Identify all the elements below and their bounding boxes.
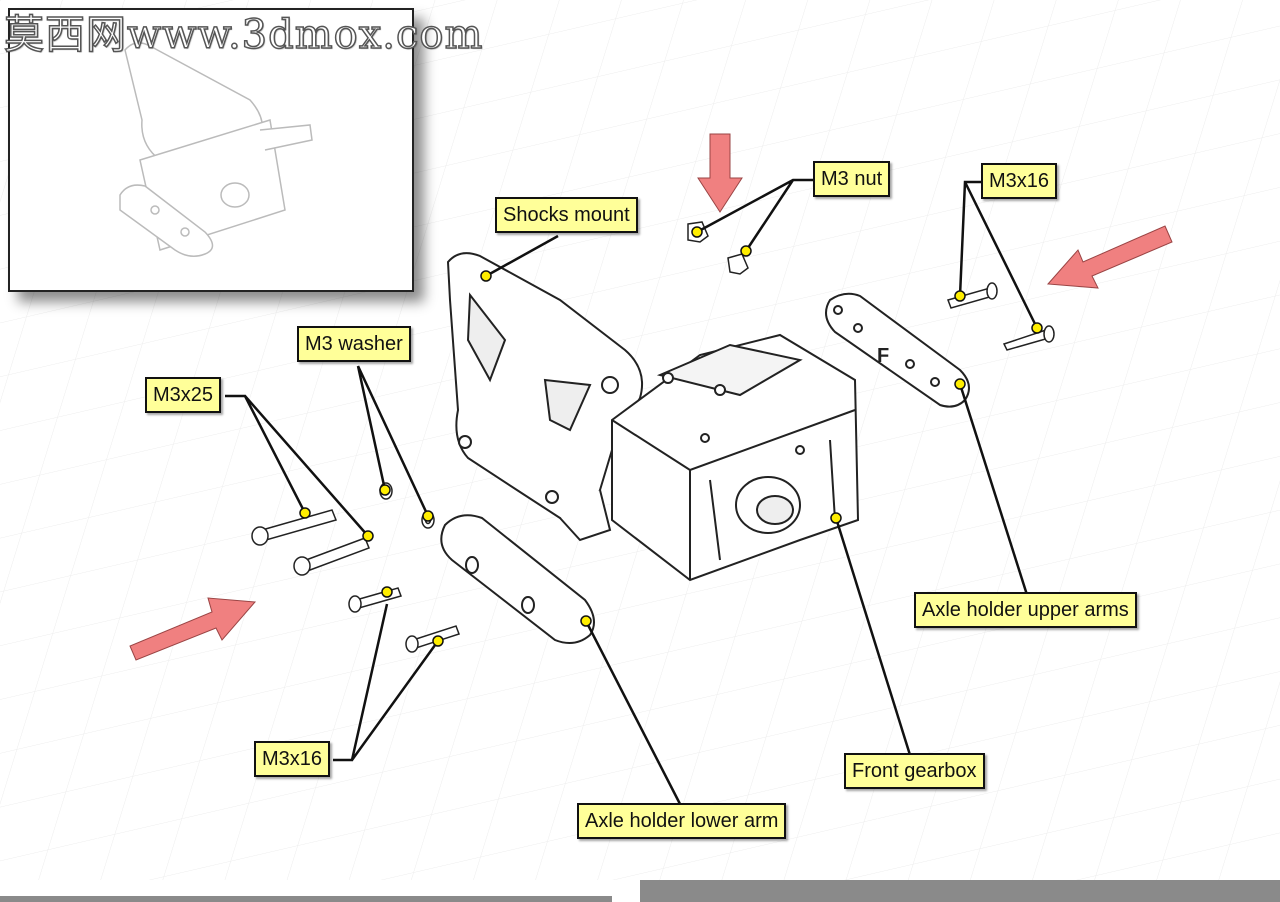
inset-preview bbox=[8, 8, 414, 292]
label-m3x25: M3x25 bbox=[145, 377, 222, 413]
label-axle-holder-upper-arms: Axle holder upper arms bbox=[914, 592, 1137, 628]
m3x25-screws bbox=[251, 509, 370, 576]
arrow-down bbox=[697, 133, 743, 213]
m3x16-top-screws bbox=[947, 282, 1055, 351]
bottom-bar-right bbox=[640, 880, 1280, 902]
arrow-right bbox=[129, 597, 257, 661]
inset-assembled-view bbox=[119, 42, 313, 257]
axle-holder-lower-arm-part bbox=[440, 514, 595, 645]
assembly-arrows bbox=[129, 133, 1173, 661]
part-marking-f: F bbox=[877, 345, 889, 367]
bottom-bar bbox=[0, 880, 1280, 902]
front-gearbox-part bbox=[611, 333, 860, 582]
label-m3-washer: M3 washer bbox=[297, 326, 411, 362]
label-m3x16-top: M3x16 bbox=[981, 163, 1058, 199]
label-axle-holder-lower-arm: Axle holder lower arm bbox=[577, 803, 787, 839]
shocks-mount-part bbox=[446, 252, 644, 542]
leader-lines bbox=[225, 178, 1039, 805]
label-m3-nut: M3 nut bbox=[813, 161, 891, 197]
bottom-bar-left bbox=[0, 896, 612, 902]
label-shocks-mount: Shocks mount bbox=[495, 197, 638, 233]
watermark-text: 莫西网www.3dmox.com bbox=[3, 11, 484, 59]
marker-dots bbox=[299, 226, 1043, 647]
arrow-left bbox=[1046, 225, 1173, 289]
label-m3x16-bottom: M3x16 bbox=[254, 741, 331, 777]
label-front-gearbox: Front gearbox bbox=[844, 753, 985, 789]
